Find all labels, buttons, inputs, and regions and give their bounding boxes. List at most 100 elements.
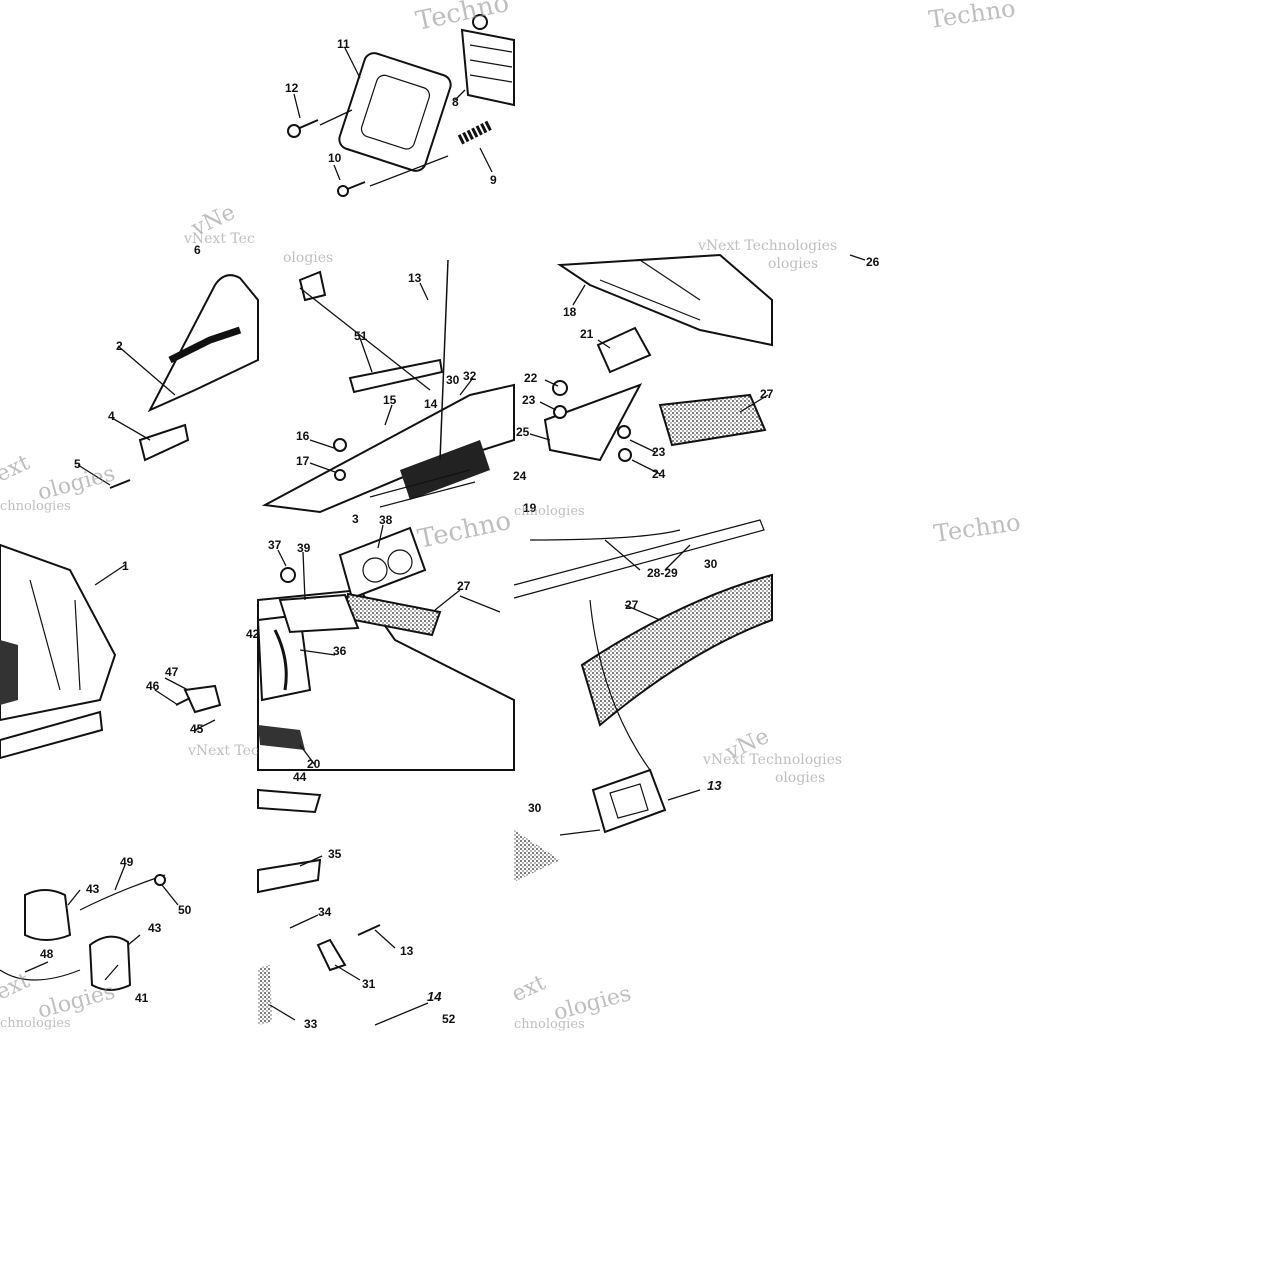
bracket-part-31	[316, 938, 347, 972]
watermarks: Techno Techno Techno Techno vNext Tec vN…	[0, 0, 1022, 1032]
callout-44: 44	[293, 770, 307, 784]
bulb-part-50	[154, 874, 166, 886]
callout-47: 47	[165, 665, 179, 679]
callout-35: 35	[328, 847, 342, 861]
gauge-part-43a	[24, 889, 72, 941]
washer-part-23b	[617, 425, 631, 439]
callout-43b: 43	[148, 921, 162, 935]
molding-part-28-29	[513, 519, 765, 599]
watermark-vnext-4: vNext Tec	[187, 743, 259, 759]
plate-part-21	[596, 326, 652, 374]
callout-2: 2	[116, 339, 123, 353]
callout-51: 51	[354, 329, 368, 343]
watermark-vnext-3: vNext Technologies	[702, 752, 842, 768]
bolt-part-22	[552, 380, 568, 396]
headlamp-bezel-part-11	[338, 52, 452, 172]
callout-36: 36	[333, 644, 347, 658]
callout-23b: 23	[652, 445, 666, 459]
headlamp-lens-part-8	[460, 28, 515, 107]
watermark-ologies-2: ologies	[35, 979, 118, 1024]
bumper-pad-part-27a	[658, 393, 767, 447]
watermark-chnologies-4: chnologies	[514, 1017, 585, 1032]
callout-14b: 14	[427, 989, 442, 1004]
callout-24b: 24	[652, 467, 666, 481]
callout-33: 33	[304, 1017, 318, 1031]
callout-20: 20	[307, 757, 321, 771]
callout-27c: 27	[625, 598, 639, 612]
callout-26: 26	[866, 255, 880, 269]
callout-1: 1	[122, 559, 129, 573]
callout-18: 18	[563, 305, 577, 319]
decal-part-20	[258, 725, 305, 750]
watermark-ologies-3: ologies	[551, 981, 634, 1026]
callout-6: 6	[194, 243, 201, 257]
callout-10: 10	[328, 151, 342, 165]
screw-part-5	[109, 479, 131, 489]
watermark-techno-center: Techno	[415, 506, 514, 555]
wire-part-48	[0, 969, 81, 981]
decal-part-33	[258, 965, 272, 1025]
callout-48: 48	[40, 947, 54, 961]
light-part-13c	[357, 924, 381, 936]
callout-4: 4	[108, 409, 115, 423]
gauge-part-43b	[88, 935, 132, 991]
callout-41: 41	[135, 991, 149, 1005]
callout-27a: 27	[760, 387, 774, 401]
callout-46: 46	[146, 679, 160, 693]
bracket-part-4	[138, 423, 190, 462]
mount-bracket-part-51	[348, 358, 444, 394]
bumper-pad-part-27c	[580, 573, 773, 727]
gauges-assembly	[0, 677, 429, 1026]
callout-49: 49	[120, 855, 134, 869]
callout-21: 21	[580, 327, 594, 341]
watermark-chnologies-1: chnologies	[0, 499, 71, 514]
callout-23a: 23	[522, 393, 536, 407]
callout-9: 9	[490, 173, 497, 187]
callout-labels: 11 12 8 10 9 6 2 4 5 1 13 51 30 32 15 14…	[40, 37, 880, 1031]
gauge-panel-part-38	[338, 526, 427, 600]
callout-45: 45	[190, 722, 204, 736]
callout-32: 32	[463, 369, 477, 383]
bolt-part-16	[333, 438, 347, 452]
headlamp-assembly	[287, 14, 515, 197]
watermark-ext-1: ext	[0, 450, 34, 487]
callout-8: 8	[452, 95, 459, 109]
watermark-chnologies-2: chnologies	[514, 504, 585, 519]
watermark-ext-2: ext	[0, 968, 34, 1005]
windshield-mount	[261, 259, 515, 514]
callout-13a: 13	[408, 271, 422, 285]
callout-30b: 30	[704, 557, 718, 571]
callout-39: 39	[297, 541, 311, 555]
nut-part-37	[280, 567, 296, 583]
plate-part-44	[257, 788, 322, 814]
callout-11: 11	[337, 37, 350, 51]
callout-22: 22	[524, 371, 538, 385]
seat-cover-part-39	[278, 593, 360, 634]
watermark-chnologies-3: chnologies	[0, 1016, 71, 1031]
screw-part-46	[175, 697, 191, 706]
callout-24a: 24	[513, 469, 527, 483]
callout-13c: 13	[400, 944, 414, 958]
callout-30a: 30	[446, 373, 460, 387]
plate-part-35	[257, 858, 322, 894]
callout-12: 12	[285, 81, 299, 95]
callout-37: 37	[268, 538, 282, 552]
callout-42: 42	[246, 627, 260, 641]
side-rail-assembly	[513, 519, 773, 882]
nut-part-24	[618, 448, 632, 462]
callout-28-29: 28-29	[647, 566, 678, 580]
callout-3: 3	[352, 512, 359, 526]
hood-part-1	[0, 543, 117, 722]
callout-50: 50	[178, 903, 192, 917]
callout-52: 52	[442, 1012, 456, 1026]
reflector-part-13	[591, 768, 667, 834]
callout-31: 31	[362, 977, 376, 991]
watermark-techno-right: Techno	[927, 0, 1017, 34]
callout-38: 38	[379, 513, 393, 527]
watermark-logies-3: ologies	[775, 770, 825, 786]
rack-part-18	[556, 253, 773, 347]
watermark-vnext-1: vNext Tec	[183, 231, 255, 247]
hood-trim-strip	[0, 710, 104, 760]
washer-part-17	[334, 469, 346, 481]
